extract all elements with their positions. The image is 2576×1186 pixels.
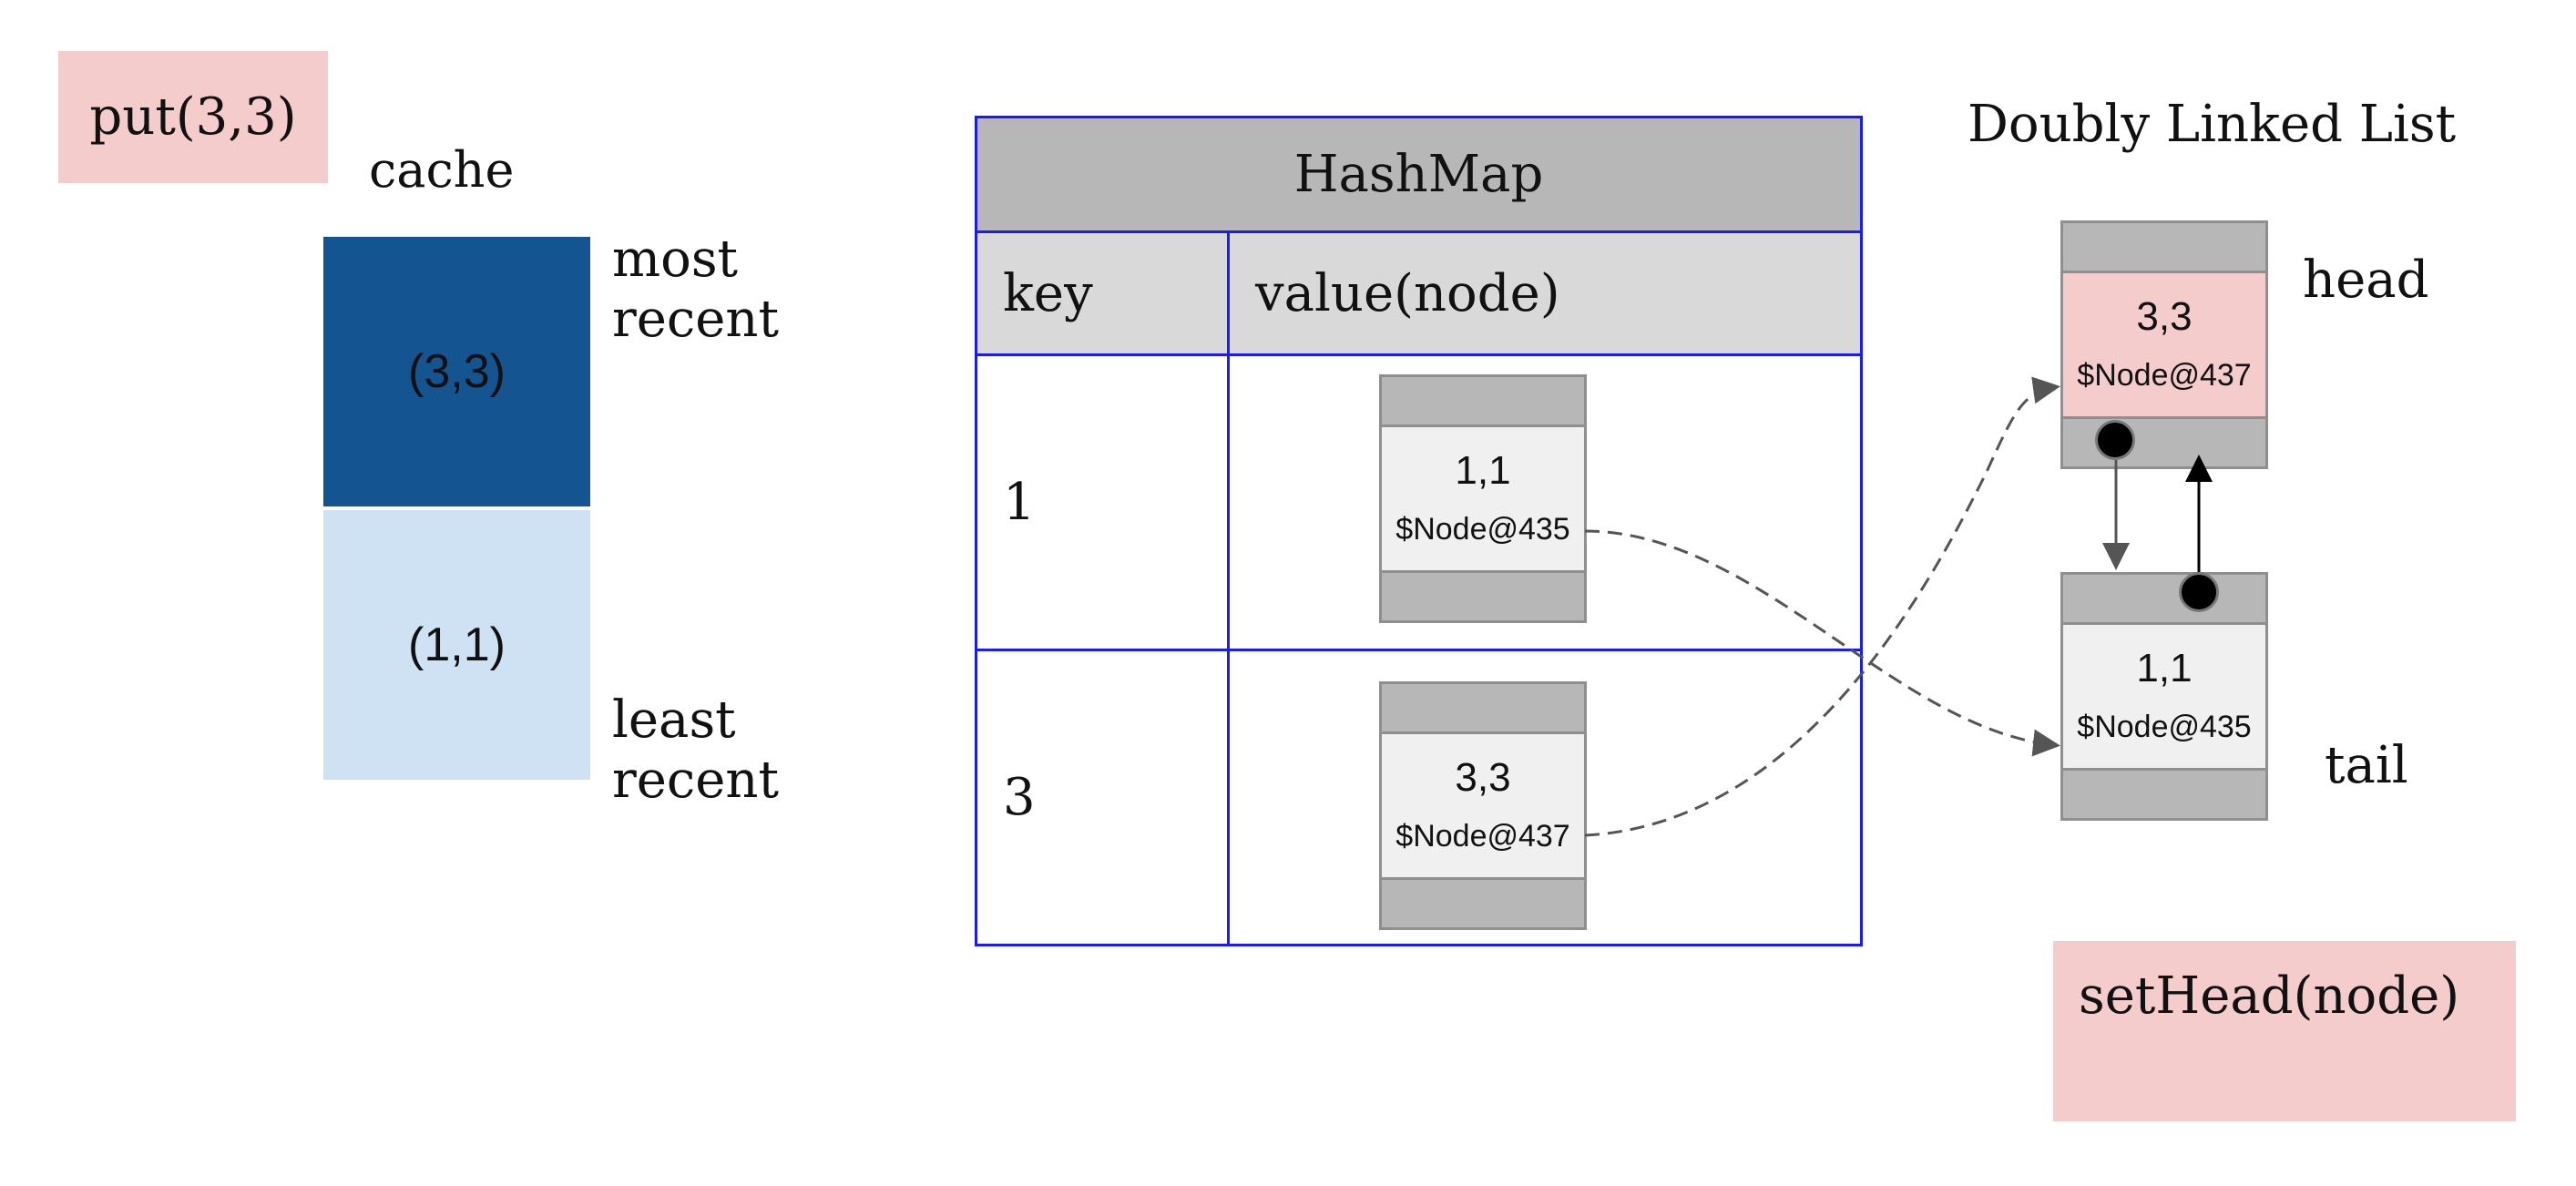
node-address: $Node@437 <box>2077 358 2252 393</box>
most-recent-label: most recent <box>612 230 779 349</box>
node-next-bar <box>1382 570 1584 620</box>
node-prev-bar <box>2063 223 2265 273</box>
node-prev-bar <box>1382 377 1584 427</box>
hashmap-header: HashMap <box>975 116 1863 233</box>
tail-prev-pointer-dot <box>2179 572 2219 612</box>
operation-label: put(3,3) <box>58 51 328 183</box>
node-address: $Node@435 <box>1395 512 1570 547</box>
cache-entry-most-recent: (3,3) <box>323 237 590 506</box>
linked-list-title: Doubly Linked List <box>1968 95 2457 154</box>
least-recent-label: least recent <box>612 690 779 810</box>
cache-entry-text: (1,1) <box>408 619 506 671</box>
action-label: setHead(node) <box>2053 941 2516 1121</box>
node-value: 1,1 <box>2136 646 2193 690</box>
node-address: $Node@435 <box>2077 710 2252 744</box>
hashmap-node-1: 1,1 $Node@435 <box>1379 374 1587 623</box>
cache-entry-least-recent: (1,1) <box>323 510 590 780</box>
node-prev-bar <box>1382 684 1584 734</box>
node-next-bar <box>2063 768 2265 818</box>
node-value: 1,1 <box>1455 448 1511 493</box>
node-address: $Node@437 <box>1395 819 1570 854</box>
node-next-bar <box>2063 416 2265 466</box>
action-text: setHead(node) <box>2079 966 2460 1026</box>
tail-node: 1,1 $Node@435 <box>2060 572 2268 821</box>
node-body <box>2063 271 2265 419</box>
cache-entry-text: (3,3) <box>408 345 506 398</box>
head-next-pointer-dot <box>2095 420 2135 460</box>
hashmap-col-value: value(node) <box>1227 230 1863 356</box>
head-label: head <box>2303 250 2429 310</box>
table-row-key: 1 <box>975 353 1230 651</box>
hashmap-node-3: 3,3 $Node@437 <box>1379 681 1587 930</box>
tail-label: tail <box>2325 736 2408 795</box>
hashmap-title: HashMap <box>1293 145 1544 204</box>
table-row-key: 3 <box>975 649 1230 946</box>
operation-text: put(3,3) <box>89 87 297 147</box>
hashmap-col-key: key <box>975 230 1230 356</box>
node-prev-bar <box>2063 575 2265 625</box>
head-node: 3,3 $Node@437 <box>2060 220 2268 469</box>
node-next-bar <box>1382 877 1584 927</box>
cache-title: cache <box>369 141 515 199</box>
node-value: 3,3 <box>1455 755 1511 800</box>
node-value: 3,3 <box>2136 294 2193 339</box>
